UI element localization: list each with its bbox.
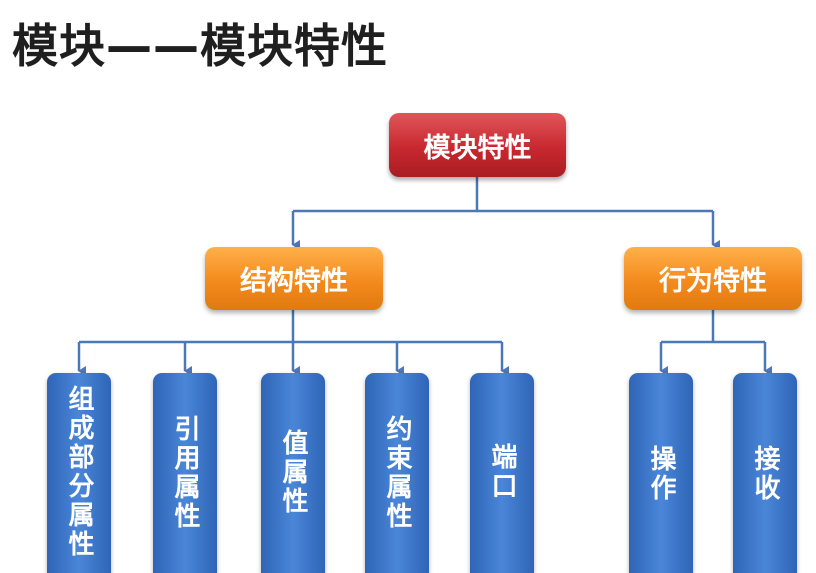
leaf-node-label: 接收 [750, 445, 780, 503]
root-node-label: 模块特性 [423, 132, 532, 164]
category-node-structural: 结构特性 [205, 247, 383, 310]
connector-lines [77, 177, 772, 376]
leaf-node-label: 引用属性 [170, 415, 200, 531]
leaf-node-port: 端口 [470, 373, 534, 573]
category-node-behavioral: 行为特性 [624, 247, 802, 310]
leaf-node-reception: 接收 [733, 373, 797, 573]
leaf-node-value-property: 值属性 [261, 373, 325, 573]
leaf-node-part-property: 组成部分属性 [47, 373, 111, 573]
page-title: 模块——模块特性 [12, 19, 388, 73]
category-node-label: 结构特性 [240, 266, 348, 297]
leaf-node-label: 值属性 [278, 429, 308, 516]
root-node-module-characteristics: 模块特性 [389, 113, 566, 177]
leaf-node-label: 端口 [487, 443, 517, 501]
category-node-label: 行为特性 [659, 266, 767, 297]
leaf-node-reference-property: 引用属性 [153, 373, 217, 573]
leaf-node-operation: 操作 [629, 373, 693, 573]
leaf-node-label: 约束属性 [382, 415, 412, 531]
leaf-node-constraint-property: 约束属性 [365, 373, 429, 573]
leaf-node-label: 操作 [646, 445, 676, 503]
leaf-node-label: 组成部分属性 [64, 385, 94, 559]
